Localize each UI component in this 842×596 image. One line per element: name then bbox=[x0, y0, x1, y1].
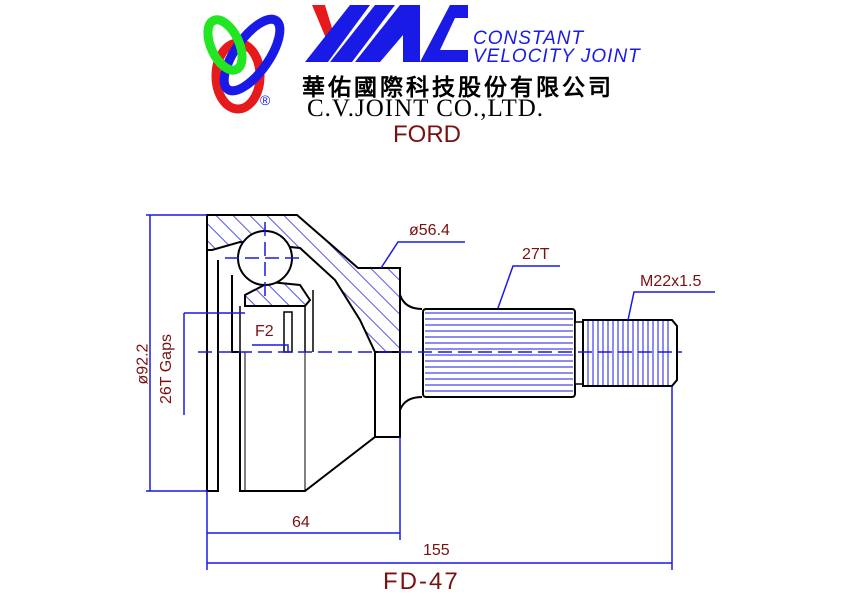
company-english: C.V.JOINT CO.,LTD. bbox=[307, 95, 545, 122]
thread-label: M22x1.5 bbox=[640, 273, 702, 290]
shaft-teeth-label: 27T bbox=[522, 246, 550, 263]
housing-section bbox=[206, 214, 423, 492]
centerline bbox=[198, 222, 682, 353]
tagline-line1: CONSTANT bbox=[473, 28, 585, 49]
dimension-lines bbox=[146, 214, 715, 570]
bell-diameter-label: ø56.4 bbox=[409, 222, 450, 239]
outer-diameter-label: ø92.2 bbox=[134, 343, 152, 385]
f-label: F2 bbox=[255, 323, 274, 340]
make-label: FORD bbox=[393, 121, 461, 148]
spline-shaft bbox=[422, 308, 678, 398]
tagline-line2: VELOCITY JOINT bbox=[473, 46, 641, 67]
yac-logo bbox=[305, 5, 468, 62]
length-inner-label: 64 bbox=[292, 514, 310, 531]
length-total-label: 155 bbox=[423, 542, 450, 559]
part-number: FD-47 bbox=[383, 568, 460, 595]
logo-rings-icon bbox=[203, 14, 285, 114]
registered-mark: ® bbox=[260, 92, 271, 108]
company-chinese: 華佑國際科技股份有限公司 bbox=[302, 75, 614, 101]
inner-teeth-label: 26T Gaps bbox=[157, 334, 175, 404]
